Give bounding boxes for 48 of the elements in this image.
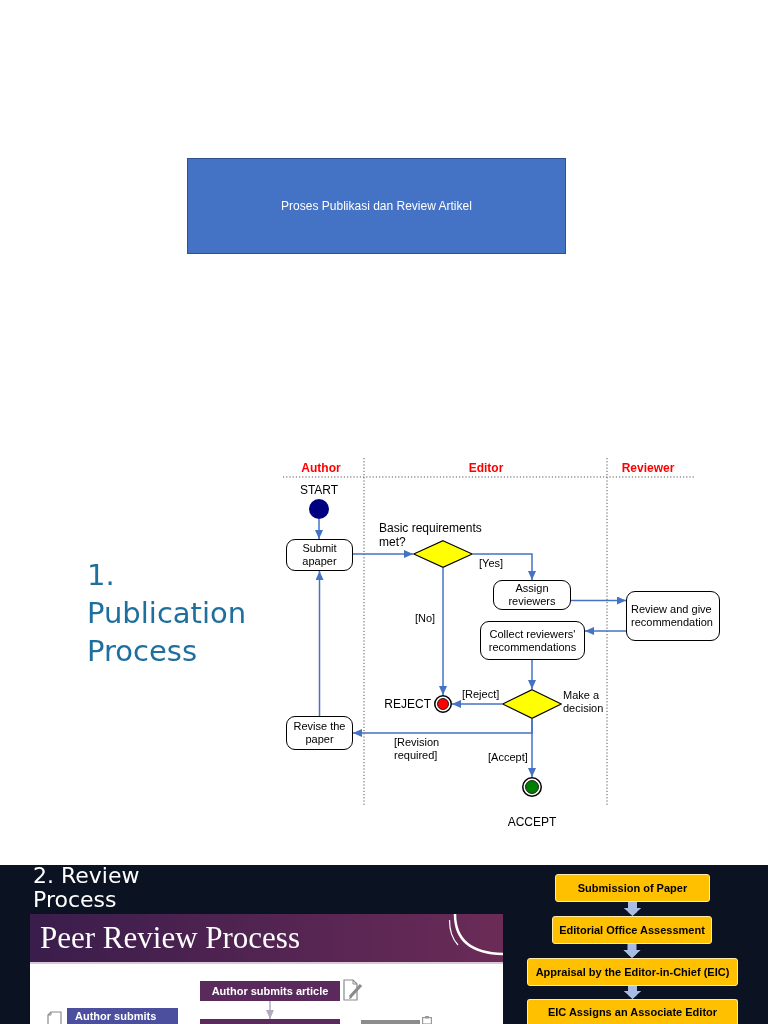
infographic-panel	[30, 914, 503, 1024]
step-box	[361, 1020, 420, 1024]
activity-box: Revise the paper	[286, 716, 353, 750]
edge-label: [Accept]	[487, 751, 529, 764]
step-box: Author submits	[67, 1008, 178, 1024]
lane-header: Editor	[467, 461, 505, 475]
edge-label: [Reject]	[461, 688, 501, 701]
arrow	[315, 518, 323, 540]
start-label: START	[298, 483, 340, 498]
decision-diamond	[502, 689, 562, 719]
arrow	[472, 553, 536, 581]
process-box: Submission of Paper	[555, 874, 710, 902]
process-box: Editorial Office Assessment	[552, 916, 712, 944]
process-box: Appraisal by the Editor-in-Chief (EIC)	[527, 958, 738, 986]
section-heading: 1. Publication Process	[87, 557, 248, 670]
lane-header: Reviewer	[620, 461, 676, 475]
arrow	[528, 718, 536, 778]
end-point	[434, 695, 452, 713]
step-box	[200, 1019, 340, 1024]
condition-label: Basic requirements met?	[379, 521, 483, 550]
arrow	[266, 1000, 274, 1020]
start-point	[309, 499, 329, 519]
edge-label: [Yes]	[478, 557, 506, 570]
end-label: ACCEPT	[506, 815, 558, 830]
block-arrow	[623, 944, 641, 958]
arrow	[584, 627, 627, 635]
activity-box: Assign reviewers	[493, 580, 571, 610]
activity-box: Submit apaper	[286, 539, 353, 571]
arrow	[352, 550, 414, 558]
decision-diamond	[413, 540, 473, 568]
title-banner: Proses Publikasi dan Review Artikel	[187, 158, 566, 254]
arrow	[439, 567, 447, 696]
step-box: Author submits article	[200, 981, 340, 1001]
section-heading: 2. Review Process	[33, 864, 141, 912]
decision-label: Make a decision	[563, 689, 605, 716]
arrow	[451, 700, 503, 708]
block-arrow	[623, 902, 642, 916]
block-arrow	[623, 986, 642, 999]
end-point	[522, 777, 542, 797]
process-box: EIC Assigns an Associate Editor	[527, 999, 738, 1024]
activity-box: Collect reviewers' recommendations	[480, 621, 585, 660]
panel-title: Peer Review Process	[40, 919, 300, 957]
arrow	[315, 570, 324, 717]
activity-box: Review and give recommendation	[626, 591, 720, 641]
arrow	[528, 659, 536, 690]
lane-header: Author	[300, 461, 342, 475]
arrow	[570, 596, 627, 605]
end-label: REJECT	[383, 697, 431, 712]
